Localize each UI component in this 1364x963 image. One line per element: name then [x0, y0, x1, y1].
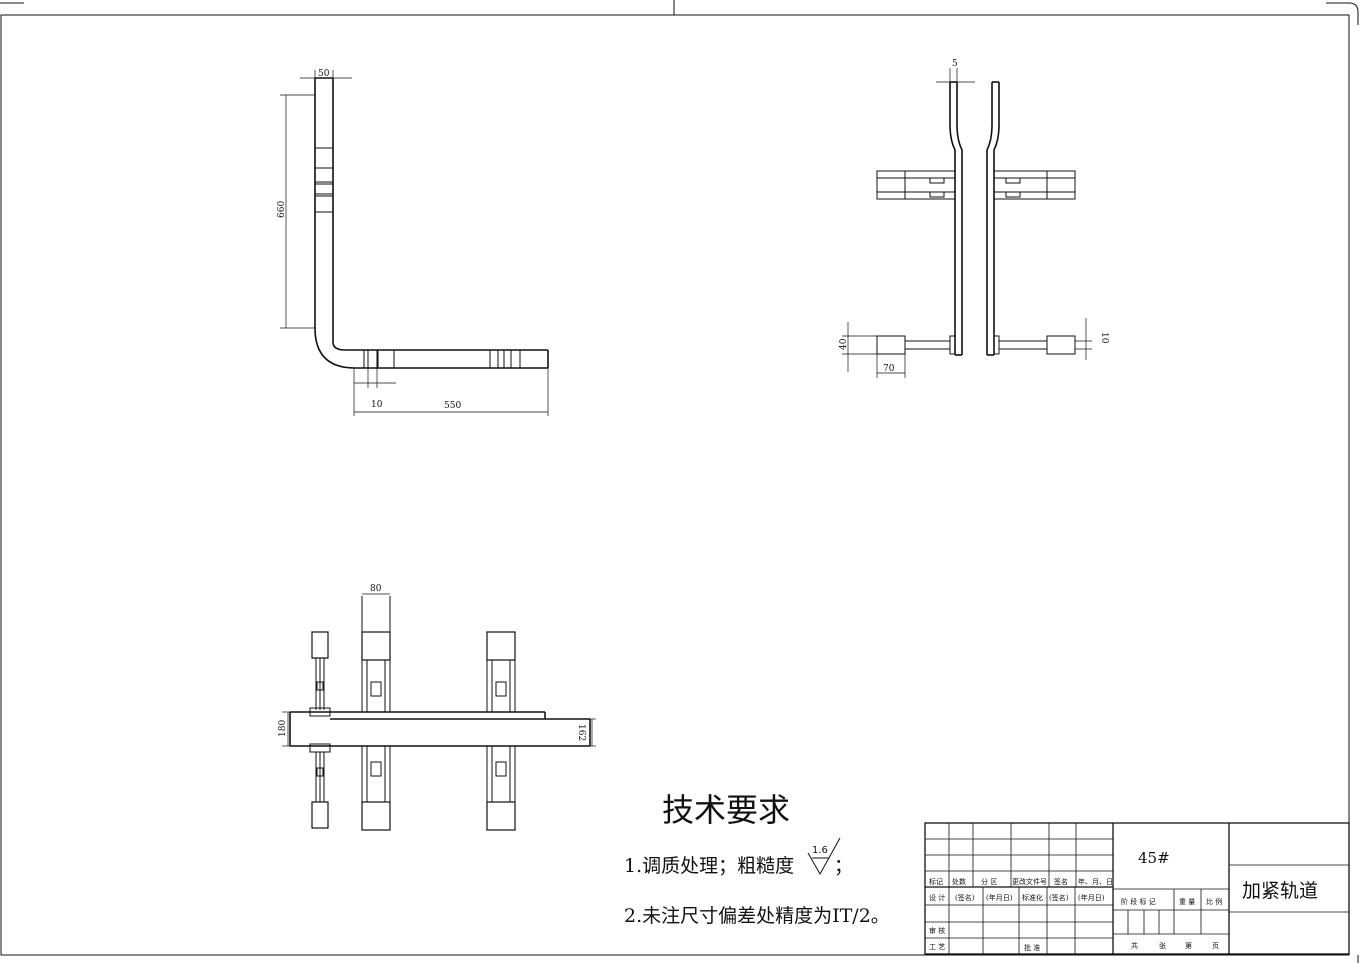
tb-approve: 批 准: [1024, 943, 1040, 952]
tb-page: 页: [1212, 942, 1219, 950]
tb-date-paren: (年月日): [986, 893, 1013, 902]
tb-scale: 比 例: [1206, 897, 1222, 906]
tech-req-item-1-end: ；: [834, 855, 853, 877]
roughness-value: 1.6: [812, 845, 828, 856]
technical-requirements: 技术要求 1.调质处理；粗糙度 1.6 ； 2.未注尺寸偏差处精度为IT/2。: [624, 791, 890, 927]
tb-sign-paren: (签名): [955, 893, 975, 902]
dim-bottom-length: 550: [444, 401, 461, 411]
tb-part-name: 加紧轨道: [1242, 880, 1318, 902]
dim-right-height: 162: [576, 724, 586, 741]
tb-signature: 签名: [1054, 877, 1068, 886]
view2-dimensions: 5 40 70 10: [839, 59, 1109, 378]
view-top: [289, 596, 591, 831]
view3-dimensions: 80 180 162: [278, 584, 596, 747]
tb-stage-mark: 阶 段 标 记: [1121, 897, 1156, 906]
dim-height: 660: [277, 201, 287, 218]
tb-process: 工 艺: [929, 943, 945, 951]
tb-change-doc: 更改文件号: [1012, 877, 1047, 886]
view1-dimensions: 50 660 550 10: [277, 69, 549, 416]
tb-review: 审 核: [929, 926, 945, 935]
tb-sign-paren2: (签名): [1049, 893, 1069, 902]
title-block: 标记 处数 分 区 更改文件号 签名 年、月、日 设 计 (签名) (年月日) …: [924, 822, 1350, 955]
dim-top-block-width: 80: [370, 584, 382, 594]
tb-sheet-no: 第: [1185, 941, 1192, 950]
dim-thickness: 5: [952, 59, 958, 69]
tech-req-item-2: 2.未注尺寸偏差处精度为IT/2。: [624, 905, 890, 927]
view-front-l-rail: [314, 77, 549, 369]
dim-small-gap: 10: [371, 400, 383, 410]
tech-req-title: 技术要求: [662, 791, 790, 829]
tb-mark: 标记: [929, 877, 943, 886]
dim-block-height: 40: [839, 338, 849, 350]
dim-block-width: 70: [883, 364, 895, 374]
tb-weight: 重 量: [1179, 898, 1195, 906]
tb-date: 年、月、日: [1078, 877, 1113, 886]
tech-req-item-1: 1.调质处理；粗糙度: [624, 855, 794, 877]
tb-material: 45#: [1138, 849, 1170, 867]
dim-left-height: 180: [278, 720, 288, 737]
tb-count: 处数: [952, 877, 966, 886]
tb-design: 设 计: [929, 893, 945, 902]
tb-sheets: 张: [1159, 941, 1166, 950]
dim-clearance: 10: [1099, 332, 1109, 344]
dim-top-width: 50: [318, 69, 330, 79]
tb-total: 共: [1131, 941, 1138, 950]
tb-standardize: 标准化: [1022, 893, 1043, 902]
view-side-clamps: [876, 81, 1076, 356]
roughness-symbol: 1.6: [807, 837, 841, 876]
tb-date-paren2: (年月日): [1078, 893, 1105, 902]
tb-zone: 分 区: [981, 877, 997, 886]
